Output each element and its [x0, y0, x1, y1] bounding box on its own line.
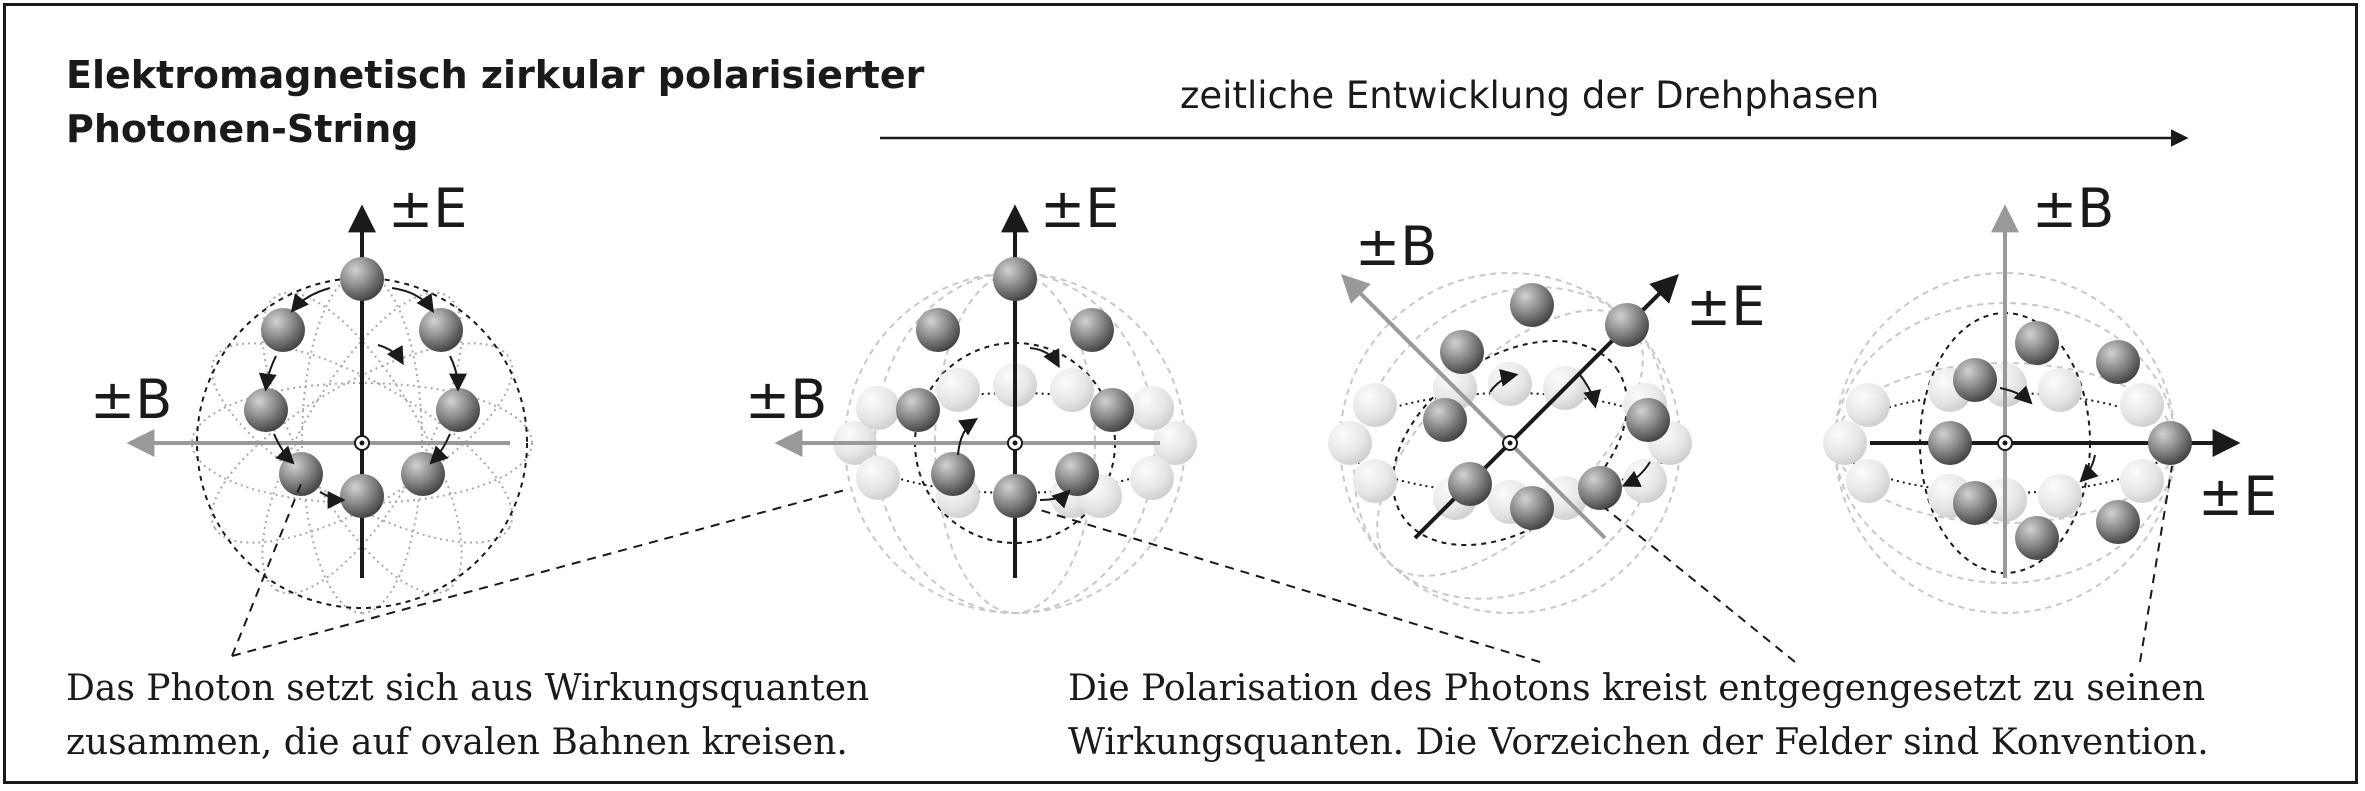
quantum-sphere [401, 452, 445, 496]
caption-left-line-2: zusammen, die auf ovalen Bahnen kreisen. [66, 722, 848, 763]
phase-4-center-dot [2002, 440, 2008, 446]
phase-1-diagram: ±E ±B [90, 177, 533, 614]
phase-2-center-dot [1012, 440, 1018, 446]
leader-line-right-1 [1039, 509, 1541, 663]
phase-4-rotation-arrows [1999, 385, 2099, 483]
quantum-sphere [1953, 358, 1997, 402]
quantum-sphere [1070, 308, 1114, 352]
phase-3-center-dot [1507, 440, 1513, 446]
quantum-sphere [2015, 516, 2059, 560]
leader-line-left-2 [231, 489, 846, 657]
leader-lines [231, 465, 2173, 663]
figure-frame [3, 3, 2358, 784]
quantum-sphere [419, 308, 463, 352]
phase-2-rotation-arrows [957, 347, 1071, 509]
quantum-sphere [2015, 321, 2059, 365]
phase-2-b-label: ±B [745, 368, 827, 431]
quantum-sphere [896, 388, 940, 432]
quantum-sphere [1448, 462, 1492, 506]
phase-1-e-label: ±E [388, 177, 467, 240]
title-line-2: Photonen-String [66, 107, 419, 151]
quantum-sphere [916, 308, 960, 352]
caption-left: Das Photon setzt sich aus Wirkungsquante… [66, 662, 869, 770]
phase-3-spheres [1423, 283, 1670, 530]
phase-2-e-label: ±E [1040, 177, 1119, 240]
quantum-sphere [931, 452, 975, 496]
quantum-sphere [1055, 452, 1099, 496]
leader-line-left-1 [231, 483, 302, 657]
quantum-sphere [1928, 421, 1972, 465]
figure-title: Elektromagnetisch zirkular polarisierter… [66, 48, 966, 156]
caption-left-line-1: Das Photon setzt sich aus Wirkungsquante… [66, 668, 870, 709]
phase-4-diagram: ±B ±E [1823, 177, 2277, 614]
phase-3-rotation-arrows [1489, 369, 1651, 488]
phase-4-b-label: ±B [2032, 177, 2114, 240]
phase-1-orbits [191, 272, 533, 614]
quantum-sphere [340, 257, 384, 301]
quantum-sphere [1090, 388, 1134, 432]
quantum-sphere [1578, 466, 1622, 510]
quantum-sphere [1423, 398, 1467, 442]
title-line-1: Elektromagnetisch zirkular polarisierter [66, 53, 925, 97]
phase-3-e-label: ±E [1686, 275, 1765, 338]
phase-1-center-dot [359, 440, 365, 446]
quantum-sphere [1953, 481, 1997, 525]
phase-3-diagram: ±E ±B [1328, 215, 1765, 614]
quantum-sphere [340, 474, 384, 518]
quantum-sphere [1510, 283, 1554, 327]
timeline-label: zeitliche Entwicklung der Drehphasen [1180, 74, 1880, 117]
quantum-sphere [1605, 303, 1649, 347]
quantum-sphere [2148, 421, 2192, 465]
quantum-sphere [1440, 330, 1484, 374]
caption-right: Die Polarisation des Photons kreist entg… [1068, 662, 2209, 770]
phase-2-spheres [896, 257, 1134, 518]
leader-line-right-3 [2139, 465, 2173, 663]
quantum-sphere [993, 474, 1037, 518]
caption-right-line-2: Wirkungsquanten. Die Vorzeichen der Feld… [1068, 722, 2209, 763]
quantum-sphere [2096, 340, 2140, 384]
quantum-sphere [436, 388, 480, 432]
phase-4-e-label: ±E [2198, 465, 2277, 528]
quantum-sphere [993, 257, 1037, 301]
quantum-sphere [1626, 398, 1670, 442]
quantum-sphere [2096, 500, 2140, 544]
phase-3-b-axis [1341, 274, 1607, 540]
phase-2-diagram: ±E ±B [745, 177, 1197, 614]
phase-1-b-label: ±B [90, 368, 172, 431]
quantum-sphere [261, 308, 305, 352]
caption-right-line-1: Die Polarisation des Photons kreist entg… [1068, 668, 2206, 709]
phase-1-ring [196, 277, 528, 609]
quantum-sphere [1510, 486, 1554, 530]
quantum-sphere [279, 452, 323, 496]
quantum-sphere [244, 388, 288, 432]
phase-4-spheres [1928, 321, 2192, 560]
phase-1-rotation-arrows [258, 287, 467, 509]
phase-3-b-label: ±B [1355, 215, 1437, 278]
leader-line-right-2 [1604, 507, 1796, 663]
